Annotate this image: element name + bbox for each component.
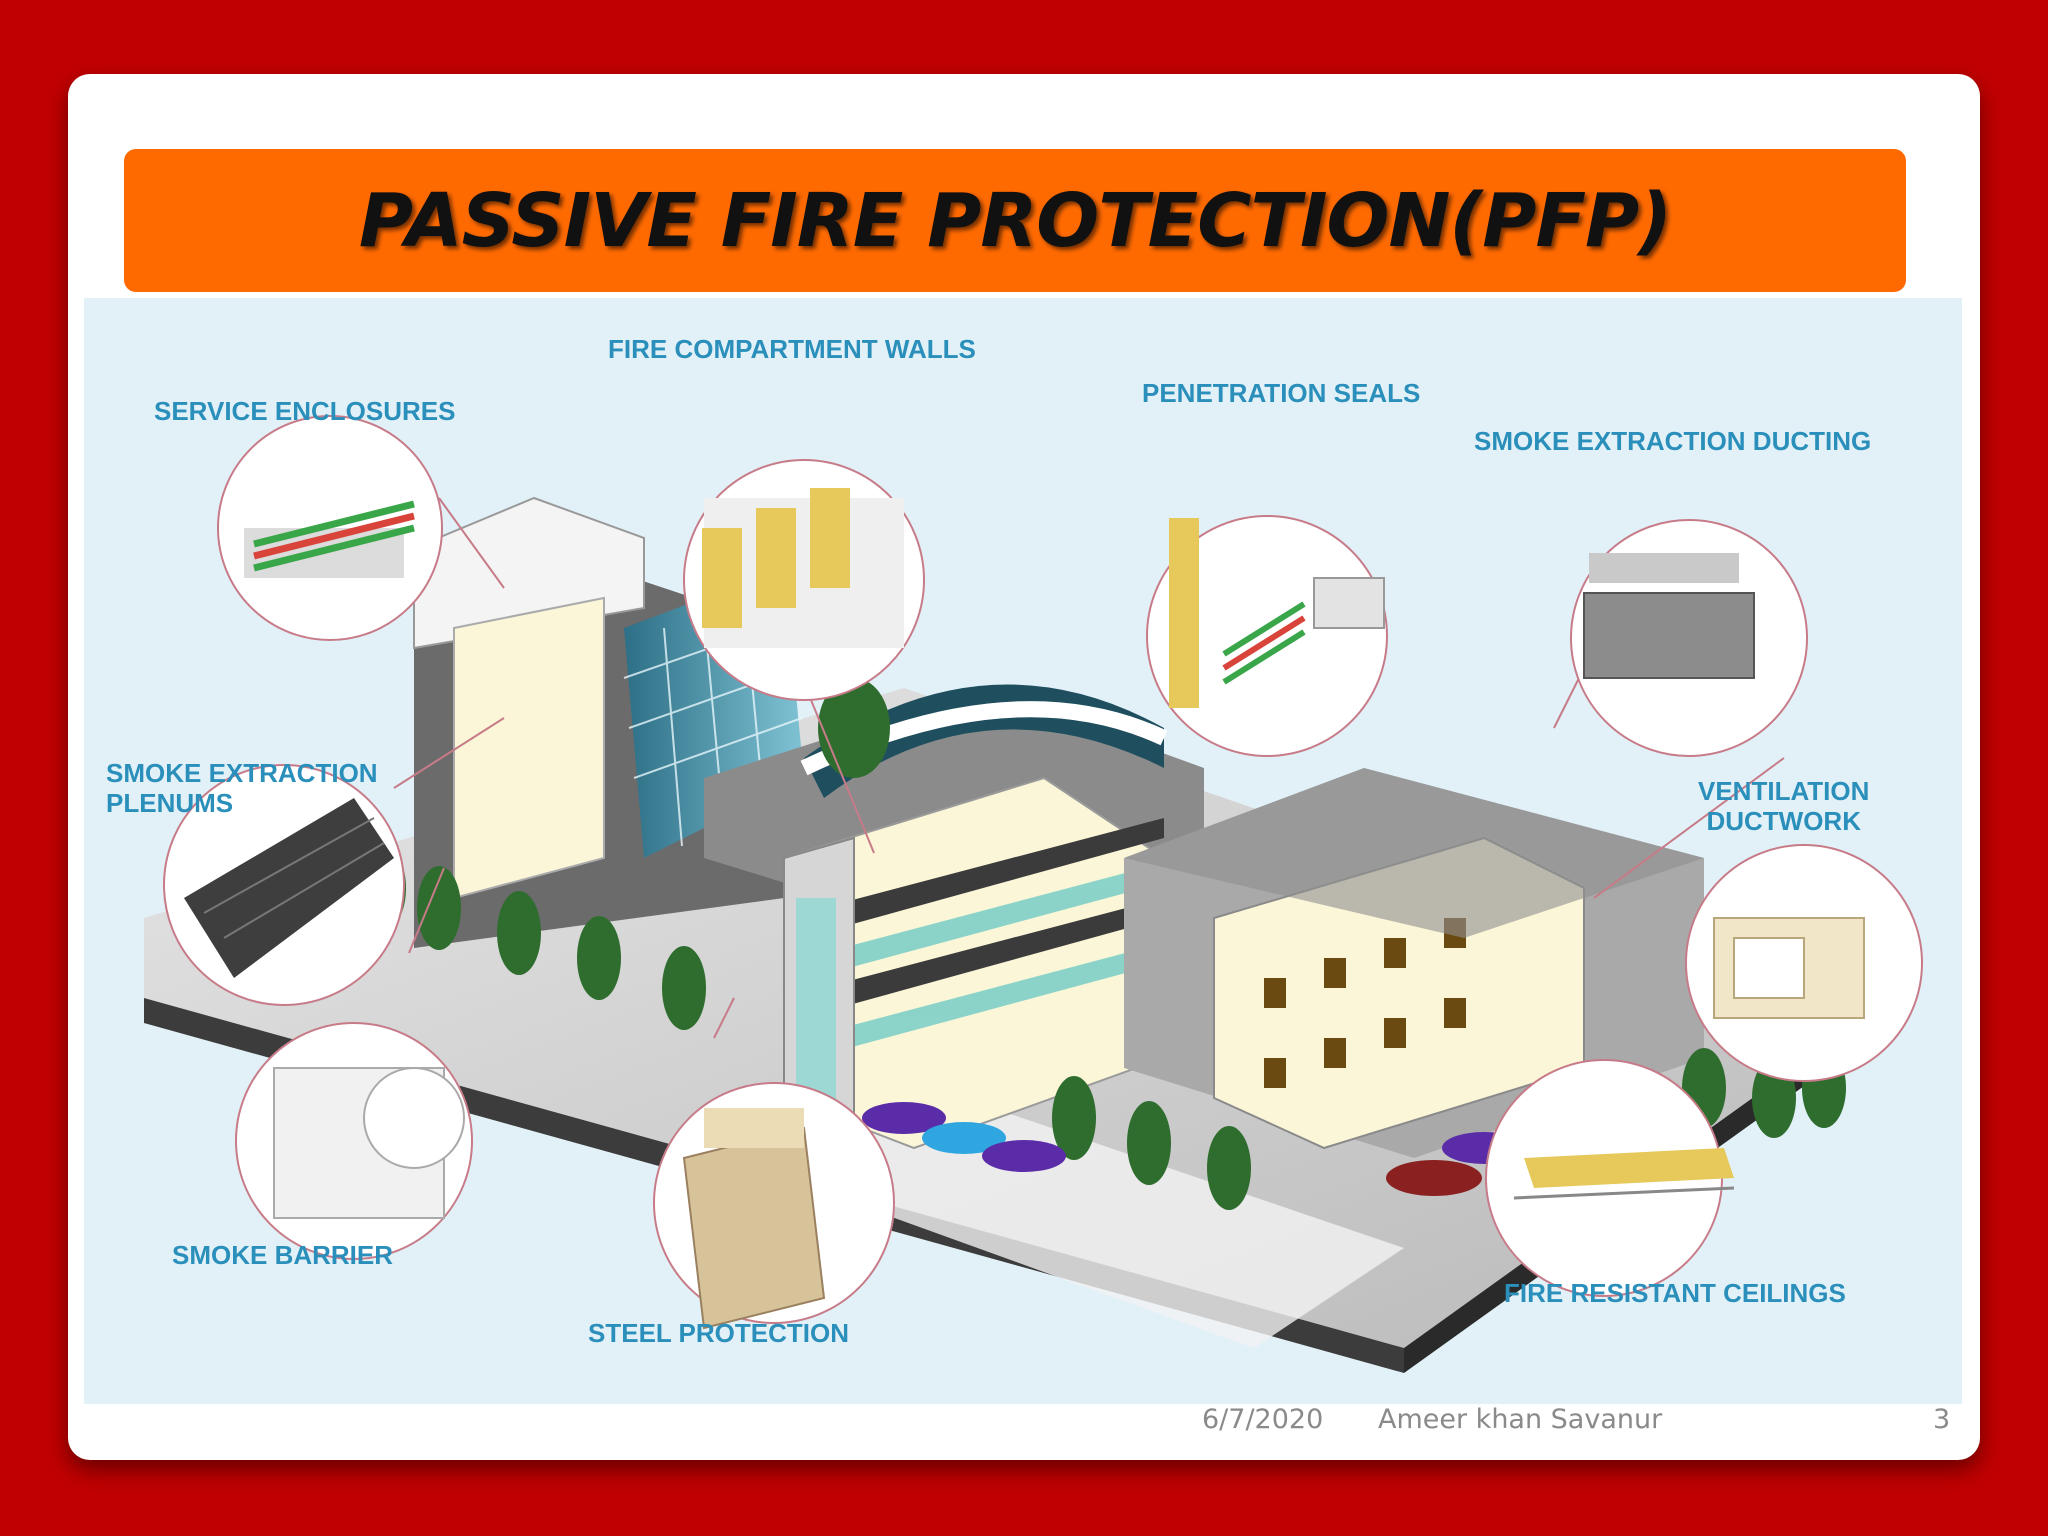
slide-title: PASSIVE FIRE PROTECTION(PFP) xyxy=(358,177,1672,264)
right-wing xyxy=(1124,768,1704,1158)
slide-card: PASSIVE FIRE PROTECTION(PFP) xyxy=(68,74,1980,1460)
detail-fire-compartment-walls xyxy=(683,459,925,701)
detail-steel-protection xyxy=(653,1082,895,1330)
label-fire-compartment-walls: FIRE COMPARTMENT WALLS xyxy=(608,334,976,364)
detail-ventilation-ductwork xyxy=(1685,844,1923,1082)
pfp-diagram: FIRE COMPARTMENT WALLS SERVICE ENCLOSURE… xyxy=(84,298,1962,1404)
detail-smoke-extraction-plenums xyxy=(163,764,405,1006)
label-smoke-extraction-plenums-line2: PLENUMS xyxy=(106,788,234,818)
label-steel-protection: STEEL PROTECTION xyxy=(588,1318,849,1348)
footer-author: Ameer khan Savanur xyxy=(1378,1404,1663,1435)
footer-page-number: 3 xyxy=(1933,1404,1951,1435)
central-building xyxy=(704,684,1204,1150)
label-smoke-barrier: SMOKE BARRIER xyxy=(172,1240,394,1270)
label-fire-resistant-ceilings: FIRE RESISTANT CEILINGS xyxy=(1504,1278,1846,1308)
label-ventilation-ductwork: VENTILATION DUCTWORK xyxy=(1698,776,1869,836)
label-ventilation-ductwork-line2: DUCTWORK xyxy=(1706,806,1861,836)
label-smoke-extraction-ducting: SMOKE EXTRACTION DUCTING xyxy=(1474,426,1872,456)
footer-date: 6/7/2020 xyxy=(1202,1404,1324,1435)
detail-service-enclosures xyxy=(217,415,443,641)
title-banner: PASSIVE FIRE PROTECTION(PFP) xyxy=(124,149,1906,292)
detail-smoke-extraction-ducting xyxy=(1570,519,1808,757)
building-illustration xyxy=(144,415,1923,1373)
label-service-enclosures: SERVICE ENCLOSURES xyxy=(154,396,456,426)
detail-smoke-barrier xyxy=(235,1022,473,1260)
label-penetration-seals: PENETRATION SEALS xyxy=(1142,378,1421,408)
detail-penetration-seals xyxy=(1146,515,1388,757)
detail-fire-resistant-ceilings xyxy=(1485,1059,1735,1297)
label-ventilation-ductwork-line1: VENTILATION xyxy=(1698,776,1870,806)
label-smoke-extraction-plenums-line1: SMOKE EXTRACTION xyxy=(106,758,378,788)
label-smoke-extraction-plenums: SMOKE EXTRACTION PLENUMS xyxy=(106,758,378,818)
